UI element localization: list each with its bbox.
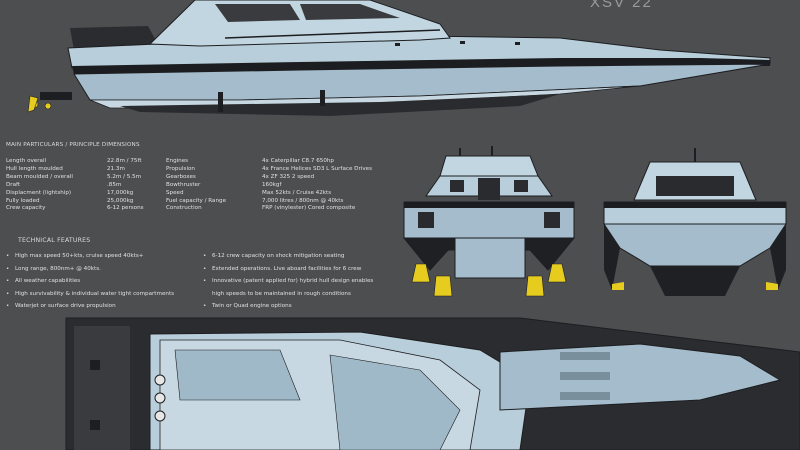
spec-label: Fully loaded xyxy=(6,197,40,204)
spec-value: 5.2m / 5.5m xyxy=(107,173,142,180)
spec-label: Speed xyxy=(166,189,184,196)
bullet-icon: • xyxy=(203,253,207,259)
bullet-icon: • xyxy=(203,278,207,284)
side-propellers xyxy=(27,95,52,113)
spec-row: Hull length moulded 21.3m Propulsion 4x … xyxy=(6,166,386,174)
feature-item: •Extended operations. Live aboard facili… xyxy=(203,263,373,276)
spec-label: Engines xyxy=(166,158,189,164)
spec-value: 21.3m xyxy=(107,165,125,172)
front-foils xyxy=(612,282,778,290)
spec-row: Draft .85m Bowthruster 160kgf xyxy=(6,182,386,190)
side-profile-view xyxy=(27,0,771,116)
spec-value: 4x France Helices SD3 L Surface Drives xyxy=(262,165,372,172)
side-window-rear xyxy=(215,4,300,22)
bullet-icon: • xyxy=(6,265,10,272)
rear-elevation-view xyxy=(402,146,576,297)
spec-value: .85m xyxy=(107,181,122,188)
spec-label: Fuel capacity / Range xyxy=(166,197,227,204)
bullet-icon: • xyxy=(6,290,10,297)
front-elevation-view xyxy=(603,148,787,296)
spec-row: Displacment (lightship) 17,000kg Speed M… xyxy=(6,190,386,198)
bullet-icon: • xyxy=(203,303,207,309)
specs-table: Length overall 22.8m / 75ft Engines 4x C… xyxy=(6,158,386,213)
feature-item: •Long range, 800nm+ @ 40kts. xyxy=(6,263,174,276)
spec-value: 160kgf xyxy=(262,181,282,188)
rear-propellers xyxy=(411,263,567,297)
spec-value: 17,000kg xyxy=(107,189,134,196)
vessel-title: XSV 22 xyxy=(590,0,653,11)
features-list-right: •6-12 crew capacity on shock mitigation … xyxy=(203,250,373,313)
plan-stern-deck xyxy=(74,326,130,450)
spec-value: Max 52kts / Cruise 42kts xyxy=(262,189,332,196)
features-heading: TECHNICAL FEATURES xyxy=(18,237,91,244)
side-sheer-band xyxy=(72,58,770,74)
spec-value: 6-12 persons xyxy=(107,205,144,212)
spec-value: 4x ZF 325 2 speed xyxy=(262,173,315,180)
feature-item: •High survivability & individual water t… xyxy=(6,288,174,301)
spec-label: Displacment (lightship) xyxy=(6,189,72,196)
feature-item: high speeds to be maintained in rough co… xyxy=(212,290,351,297)
spec-label: Propulsion xyxy=(166,165,195,172)
feature-item: •High max speed 50+kts, cruise speed 40k… xyxy=(6,250,174,263)
spec-label: Length overall xyxy=(6,158,47,164)
bullet-icon: • xyxy=(6,253,10,259)
spec-label: Hull length moulded xyxy=(6,165,63,172)
specs-heading: MAIN PARTICULARS / PRINCIPLE DIMENSIONS xyxy=(6,142,140,148)
spec-label: Beam moulded / overall xyxy=(6,173,73,180)
feature-item: •Innovative (patent applied for) hybrid … xyxy=(203,275,373,288)
side-window-front xyxy=(300,4,400,20)
spec-label: Draft xyxy=(6,181,21,188)
spec-value: 25,000kg xyxy=(107,197,134,204)
plan-view xyxy=(65,317,800,450)
spec-label: Crew capacity xyxy=(6,205,46,212)
spec-value: 22.8m / 75ft xyxy=(107,158,142,164)
bullet-icon: • xyxy=(203,265,207,272)
features-list-left: •High max speed 50+kts, cruise speed 40k… xyxy=(6,250,174,313)
spec-value: FRP (vinylester) Cored composite xyxy=(262,205,356,212)
spec-label: Gearboxes xyxy=(166,173,196,180)
spec-row: Fully loaded 25,000kg Fuel capacity / Ra… xyxy=(6,198,386,206)
feature-item: •All weather capabilities xyxy=(6,275,174,288)
bullet-icon: • xyxy=(6,303,10,309)
feature-item: •6-12 crew capacity on shock mitigation … xyxy=(203,250,373,263)
spec-row: Beam moulded / overall 5.2m / 5.5m Gearb… xyxy=(6,174,386,182)
spec-label: Construction xyxy=(166,205,202,212)
spec-value: 4x Caterpillar C8.7 650hp xyxy=(262,158,334,164)
side-cabin xyxy=(148,0,451,47)
spec-row: Length overall 22.8m / 75ft Engines 4x C… xyxy=(6,158,386,166)
bullet-icon: • xyxy=(6,278,10,284)
side-keel xyxy=(120,94,560,116)
spec-row: Crew capacity 6-12 persons Construction … xyxy=(6,205,386,213)
spec-label: Bowthruster xyxy=(166,181,201,188)
feature-item: •Waterjet or surface drive propulsion xyxy=(6,300,174,313)
spec-value: 7,000 litres / 800nm @ 40kts xyxy=(262,197,344,204)
feature-item: •Twin or Quad engine options xyxy=(203,300,373,313)
